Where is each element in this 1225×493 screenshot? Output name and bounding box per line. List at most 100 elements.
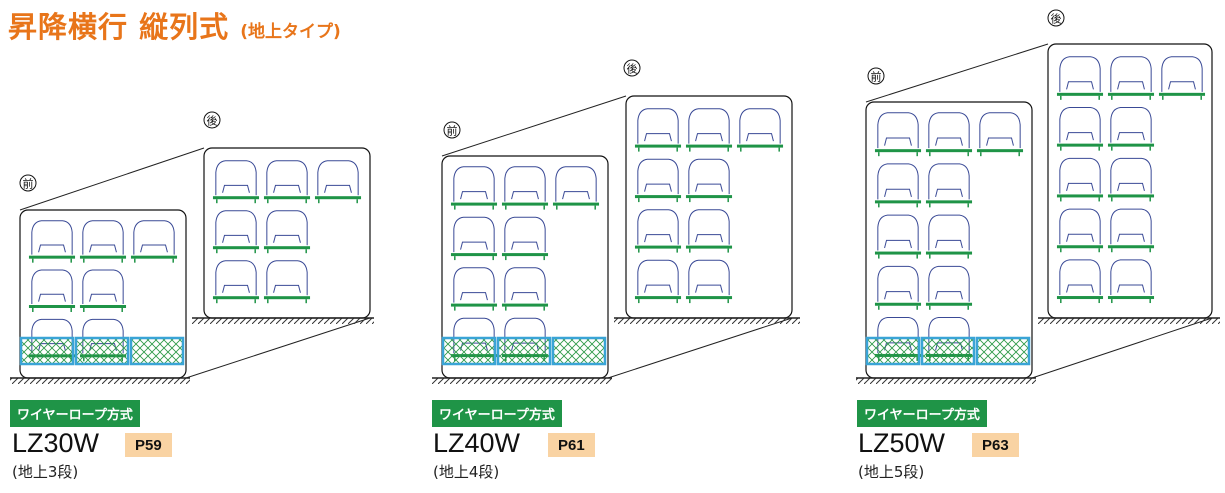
pallet	[925, 200, 973, 204]
car-body	[1110, 107, 1152, 143]
car-body	[82, 220, 124, 255]
car-seat	[695, 234, 723, 243]
car	[1107, 259, 1155, 304]
car-seat	[511, 292, 539, 301]
car	[1107, 107, 1155, 151]
car-body	[555, 166, 597, 202]
page-title: 昇降横行 縦列式 (地上タイプ)	[8, 4, 341, 46]
car-seat	[644, 284, 672, 293]
car	[212, 160, 260, 204]
car	[634, 158, 682, 203]
car	[685, 209, 733, 253]
pallet	[263, 246, 311, 250]
ground-hatch	[192, 318, 374, 324]
car	[79, 269, 127, 312]
pallet	[263, 296, 311, 300]
car-body	[266, 160, 308, 196]
car	[501, 267, 549, 311]
car-seat	[140, 244, 168, 253]
car	[501, 166, 549, 210]
front-label: 前	[23, 177, 34, 191]
car-body	[979, 112, 1021, 149]
pallet	[1056, 143, 1104, 147]
car-seat	[1117, 81, 1145, 90]
car-body	[504, 317, 546, 354]
pallet	[1056, 245, 1104, 249]
car	[736, 108, 784, 152]
tier-count: (地上5段)	[858, 463, 925, 481]
pallet	[925, 149, 973, 153]
safety-gate	[129, 336, 185, 366]
safety-gate	[865, 336, 921, 366]
safety-gate	[19, 336, 75, 366]
rear-label-circle	[203, 111, 221, 129]
car-body	[266, 210, 308, 246]
car-body	[453, 317, 495, 354]
car-seat	[695, 183, 723, 192]
title-main: 昇降横行 縦列式	[8, 10, 230, 44]
pallet	[1056, 194, 1104, 198]
car-body	[1110, 157, 1152, 194]
pallet	[634, 296, 682, 300]
page-ref-link[interactable]: P61	[548, 433, 595, 457]
ground-hatch	[10, 378, 190, 384]
car	[874, 112, 922, 157]
car-body	[215, 260, 257, 296]
pallet	[685, 144, 733, 148]
car-body	[928, 112, 970, 149]
pallet	[212, 196, 260, 200]
car	[1056, 157, 1104, 202]
front-label-circle	[443, 121, 461, 139]
front-label-circle	[19, 174, 37, 192]
car	[925, 265, 973, 310]
rear-label: 後	[1051, 12, 1062, 26]
car-body	[1110, 259, 1152, 296]
car-body	[453, 216, 495, 253]
car	[874, 214, 922, 259]
safety-gate	[441, 336, 497, 366]
front-label-circle	[867, 67, 885, 85]
pallet	[28, 255, 76, 259]
car-seat	[644, 234, 672, 243]
pallet	[1107, 296, 1155, 300]
car-seat	[38, 244, 66, 253]
perspective-line	[185, 317, 371, 379]
car	[28, 220, 76, 263]
car-body	[1110, 208, 1152, 245]
car-seat	[1117, 132, 1145, 141]
car-seat	[273, 284, 301, 293]
safety-gate	[920, 336, 976, 366]
car-seat	[935, 188, 963, 197]
car	[634, 108, 682, 152]
car	[1056, 259, 1104, 304]
car-seat	[222, 284, 250, 293]
car-seat	[222, 184, 250, 193]
car	[263, 160, 311, 204]
pallet	[634, 144, 682, 148]
car-seat	[695, 284, 723, 293]
car	[212, 260, 260, 304]
page-ref-link[interactable]: P59	[125, 433, 172, 457]
page-ref-link[interactable]: P63	[972, 433, 1019, 457]
car-seat	[884, 137, 912, 146]
car-body	[928, 265, 970, 302]
car	[501, 216, 549, 261]
car-body	[688, 209, 730, 245]
ground-hatch	[1038, 318, 1220, 324]
car-body	[1059, 259, 1101, 296]
pallet	[501, 202, 549, 206]
pallet	[450, 303, 498, 307]
car	[925, 163, 973, 208]
ground-hatch	[614, 318, 800, 324]
car-seat	[89, 293, 117, 302]
car-body	[82, 269, 124, 304]
car-body	[453, 166, 495, 202]
car-seat	[1066, 132, 1094, 141]
car-body	[928, 163, 970, 200]
car-body	[31, 318, 73, 354]
car-body	[1059, 208, 1101, 245]
car	[1056, 208, 1104, 253]
car-body	[215, 160, 257, 196]
car-seat	[511, 241, 539, 250]
